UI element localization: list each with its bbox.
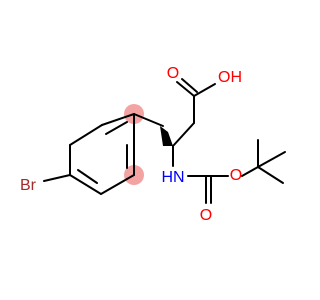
acid-co-bond-1 [176, 81, 195, 97]
amine-label: HN [161, 169, 184, 186]
hydroxyl-label: OH [218, 69, 242, 86]
acid-co-bond-2 [181, 78, 198, 93]
carbamate-carbonyl-oxygen-label: O [200, 207, 212, 224]
molecule-structure: Br OH O HN O O [20, 65, 286, 224]
ring-bond-4 [69, 174, 102, 195]
ring-bond-3 [100, 174, 135, 195]
stereo-wedge-bond [160, 126, 173, 146]
tbu-methyl-bond-3 [257, 166, 284, 184]
benzyl-ch2-bond [133, 113, 164, 127]
c-br-bond [43, 174, 71, 182]
ring-bond-1 [101, 113, 135, 126]
ester-oxygen-label: O [230, 167, 242, 184]
acid-oh-bond [193, 83, 216, 97]
bromine-label: Br [20, 177, 37, 194]
structure-canvas: Br OH O HN O O [20, 65, 286, 225]
acid-carbonyl-oxygen-label: O [167, 65, 179, 82]
tbu-methyl-bond-2 [257, 151, 286, 168]
ring-double-bond-3 [77, 169, 98, 184]
o-tbu-bond [241, 166, 259, 177]
ch-ch2-bond [172, 122, 195, 147]
ring-double-bond-1 [105, 121, 128, 135]
ring-bond-6 [69, 124, 103, 146]
